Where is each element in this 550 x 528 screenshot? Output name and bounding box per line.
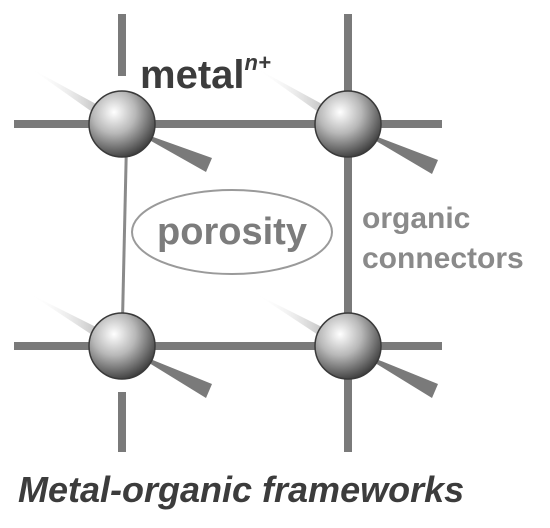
porosity-label: porosity bbox=[157, 211, 307, 253]
metal-label: metaln+ bbox=[140, 50, 271, 97]
metal-node-bottom-right bbox=[314, 312, 382, 380]
organic-connectors-label-line2: connectors bbox=[362, 242, 524, 275]
organic-connectors-label-line1: organic bbox=[362, 202, 470, 235]
metal-node-bottom-left bbox=[88, 312, 156, 380]
caption: Metal-organic frameworks bbox=[18, 469, 464, 510]
metal-node-top-left bbox=[88, 90, 156, 158]
metal-node-top-right bbox=[314, 90, 382, 158]
metal-charge-superscript: n+ bbox=[245, 50, 271, 75]
porosity-ellipse bbox=[131, 189, 333, 275]
metal-nodes bbox=[88, 90, 382, 380]
